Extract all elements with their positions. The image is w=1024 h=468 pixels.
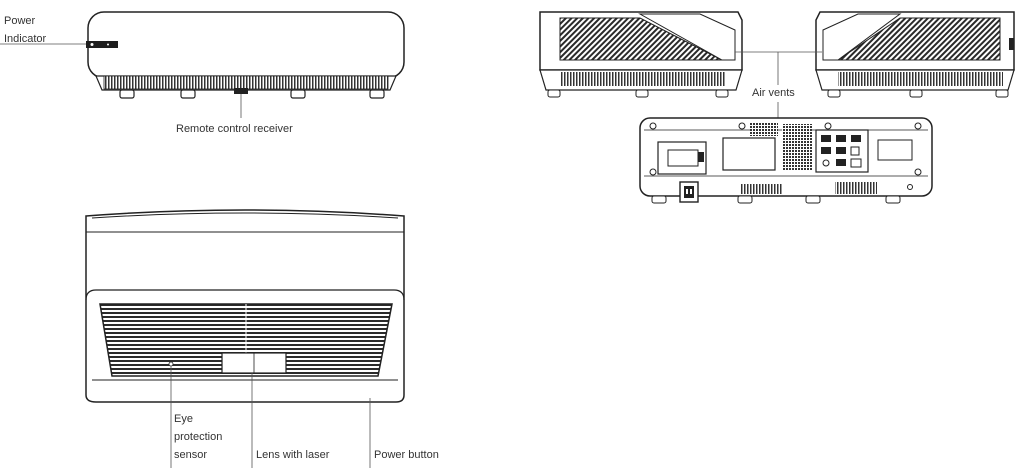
eye-protection-sensor-label-line3: sensor bbox=[174, 449, 208, 461]
projector-front-face-view bbox=[85, 209, 405, 468]
air-vents-label: Air vents bbox=[752, 87, 795, 99]
eye-protection-sensor-label-line2: protection bbox=[174, 431, 223, 443]
lens-with-laser-label: Lens with laser bbox=[256, 449, 330, 461]
power-button-label: Power button bbox=[374, 449, 439, 461]
projector-side-view-left bbox=[539, 11, 743, 98]
eye-sensor-dot bbox=[168, 361, 174, 367]
remote-control-receiver-label: Remote control receiver bbox=[176, 123, 293, 135]
remote-receiver-window bbox=[234, 88, 248, 94]
power-indicator-strip bbox=[86, 41, 118, 48]
power-indicator-label-line2: Indicator bbox=[4, 33, 47, 45]
eye-protection-sensor-label-line1: Eye bbox=[174, 413, 193, 425]
projector-rear-view bbox=[639, 117, 933, 204]
rear-vent bbox=[782, 124, 812, 170]
power-indicator-label-line1: Power bbox=[4, 15, 36, 27]
projector-front-top-view bbox=[0, 11, 405, 118]
projector-side-view-right bbox=[815, 11, 1015, 98]
